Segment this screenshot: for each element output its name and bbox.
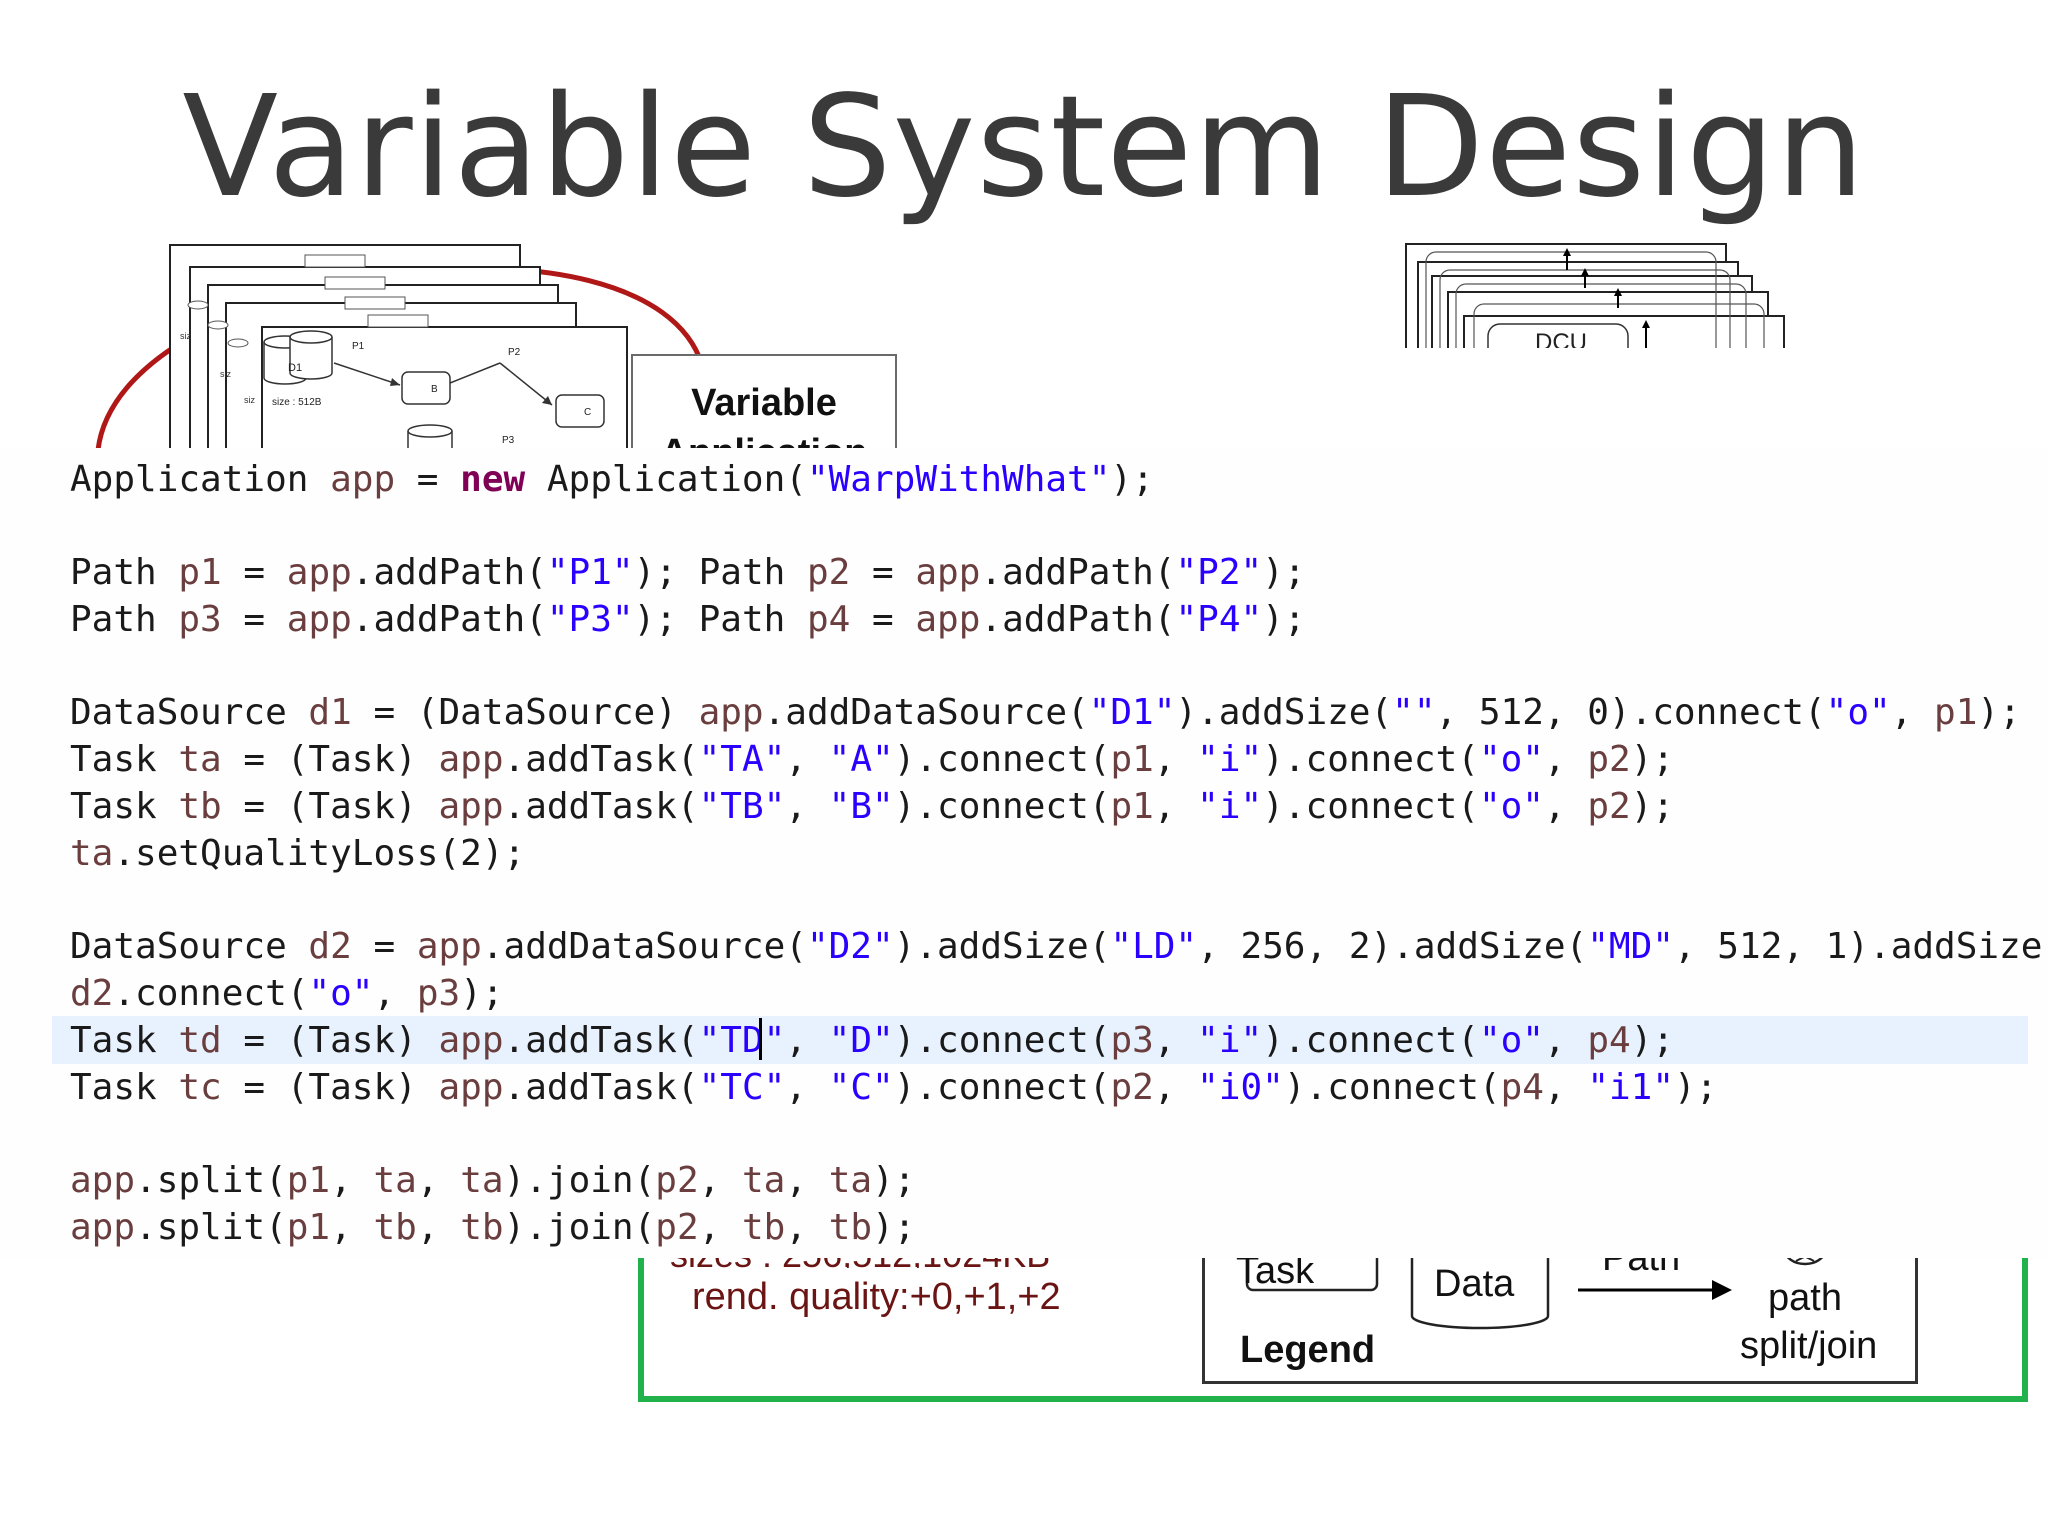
data-legend-shape [1410,1250,1550,1330]
siz-label-3: siz [244,395,255,405]
size-label: size : 512B [272,397,322,408]
legend-data-label: Data [1434,1263,1515,1305]
code-line-8: DataSource d2 = app.addDataSource("D2").… [70,926,2043,967]
task-legend-shape [1245,1250,1379,1292]
code-line-12: app.split(p1, ta, ta).join(p2, ta, ta); [70,1160,916,1201]
siz-label-1: siz [180,331,191,341]
code-editor [0,448,2048,1258]
variable-application-label-box: Variable Application [631,354,897,454]
legend-split-join-label: split/join [1740,1325,1878,1367]
d1-label: D1 [288,362,302,374]
variable-system-diagram: DCU [1405,243,1785,348]
code-line-13: app.split(p1, tb, tb).join(p2, tb, tb); [70,1207,916,1248]
code-line-5: Task ta = (Task) app.addTask("TA", "A").… [70,739,1675,780]
current-line-highlight [52,1016,2028,1064]
dcu-label: DCU [1535,329,1587,348]
code-line-4: DataSource d1 = (DataSource) app.addData… [70,692,2021,733]
legend-title: Legend [1240,1329,1376,1371]
code-line-7: ta.setQualityLoss(2); [70,833,526,874]
render-quality-label: rend. quality:+0,+1,+2 [692,1276,1061,1318]
legend-path-split-label: path [1768,1277,1842,1319]
text-caret [759,1018,762,1060]
code-line-1: Application app = new Application("WarpW… [70,459,1154,500]
siz-label-2: siz [220,369,231,379]
code-line-2: Path p1 = app.addPath("P1"); Path p2 = a… [70,552,1306,593]
variable-application-label: Variable Application [660,382,868,454]
p1-label: P1 [352,341,365,352]
slide-title: Variable System Design [182,66,1866,229]
b-label: B [431,384,438,395]
c-label: C [584,407,591,418]
code-line-3: Path p3 = app.addPath("P3"); Path p4 = a… [70,599,1306,640]
code-line-6: Task tb = (Task) app.addTask("TB", "B").… [70,786,1675,827]
system-diagram-frame [638,1230,2028,1402]
p3-label: P3 [502,435,515,446]
code-line-11: Task tc = (Task) app.addTask("TC", "C").… [70,1067,1718,1108]
variable-application-diagram: siz siz siz D1 size : 512B P1 P2 P3 B C [95,244,705,455]
p2-label: P2 [508,347,521,358]
code-line-10: Task td = (Task) app.addTask("TD", "D").… [70,1020,1675,1061]
code-line-9: d2.connect("o", p3); [70,973,504,1014]
legend-box [1202,1250,1918,1384]
